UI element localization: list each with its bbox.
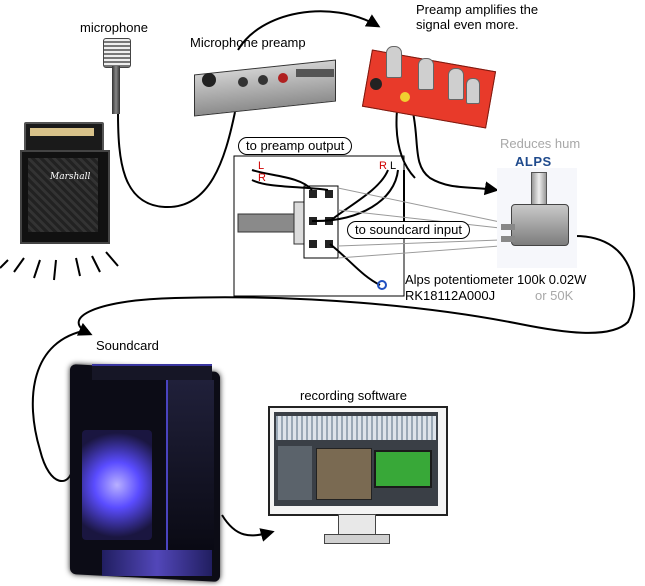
microphone-label: microphone — [80, 20, 148, 35]
guitar-amplifier-icon: Marshall — [20, 122, 110, 244]
pin-r-left: R — [258, 172, 266, 184]
left-loop-curve — [31, 329, 89, 482]
pc-case-icon — [62, 360, 224, 582]
potentiometer-icon: ALPS — [497, 154, 577, 268]
to-soundcard-input-label: to soundcard input — [347, 221, 470, 239]
jack-collar — [293, 201, 305, 245]
tube-board-icon — [361, 42, 500, 130]
pot-caption-line2: RK18112A000J — [405, 288, 496, 303]
internal-wires — [251, 169, 405, 286]
mic-to-preamp-cable — [117, 111, 236, 209]
preamp-label: Microphone preamp — [190, 35, 306, 50]
to-preamp-output-label: to preamp output — [238, 137, 353, 155]
switch-lugs — [309, 190, 333, 248]
sound-waves — [0, 251, 119, 281]
pot-to-soundcard-curve — [76, 235, 636, 336]
soundcard-label: Soundcard — [96, 338, 159, 353]
preamp-to-board-arrow — [237, 10, 381, 51]
board-wire — [395, 109, 416, 179]
pot-caption-alt: or 50K — [535, 288, 574, 303]
pin-r-right: R — [379, 160, 387, 172]
board-to-pot-arrow — [411, 107, 499, 196]
jack-barrel — [237, 213, 295, 233]
pin-l-right: L — [390, 160, 397, 172]
pc-to-monitor-arrow — [221, 514, 275, 542]
monitor-icon — [268, 406, 448, 546]
pot-leads — [337, 187, 501, 259]
microphone-icon — [101, 38, 131, 116]
jack-body — [303, 185, 339, 259]
pot-caption-line1: Alps potentiometer 100k 0.02W — [405, 272, 587, 287]
recording-software-label: recording software — [300, 388, 407, 403]
preamp-box-icon — [194, 55, 344, 117]
preamp-note: Preamp amplifies the signal even more. — [416, 2, 539, 32]
alps-logo: ALPS — [515, 154, 552, 169]
pin-l-left: L — [258, 160, 265, 172]
reduces-hum-label: Reduces hum — [500, 136, 581, 151]
ground-ring — [377, 280, 387, 290]
